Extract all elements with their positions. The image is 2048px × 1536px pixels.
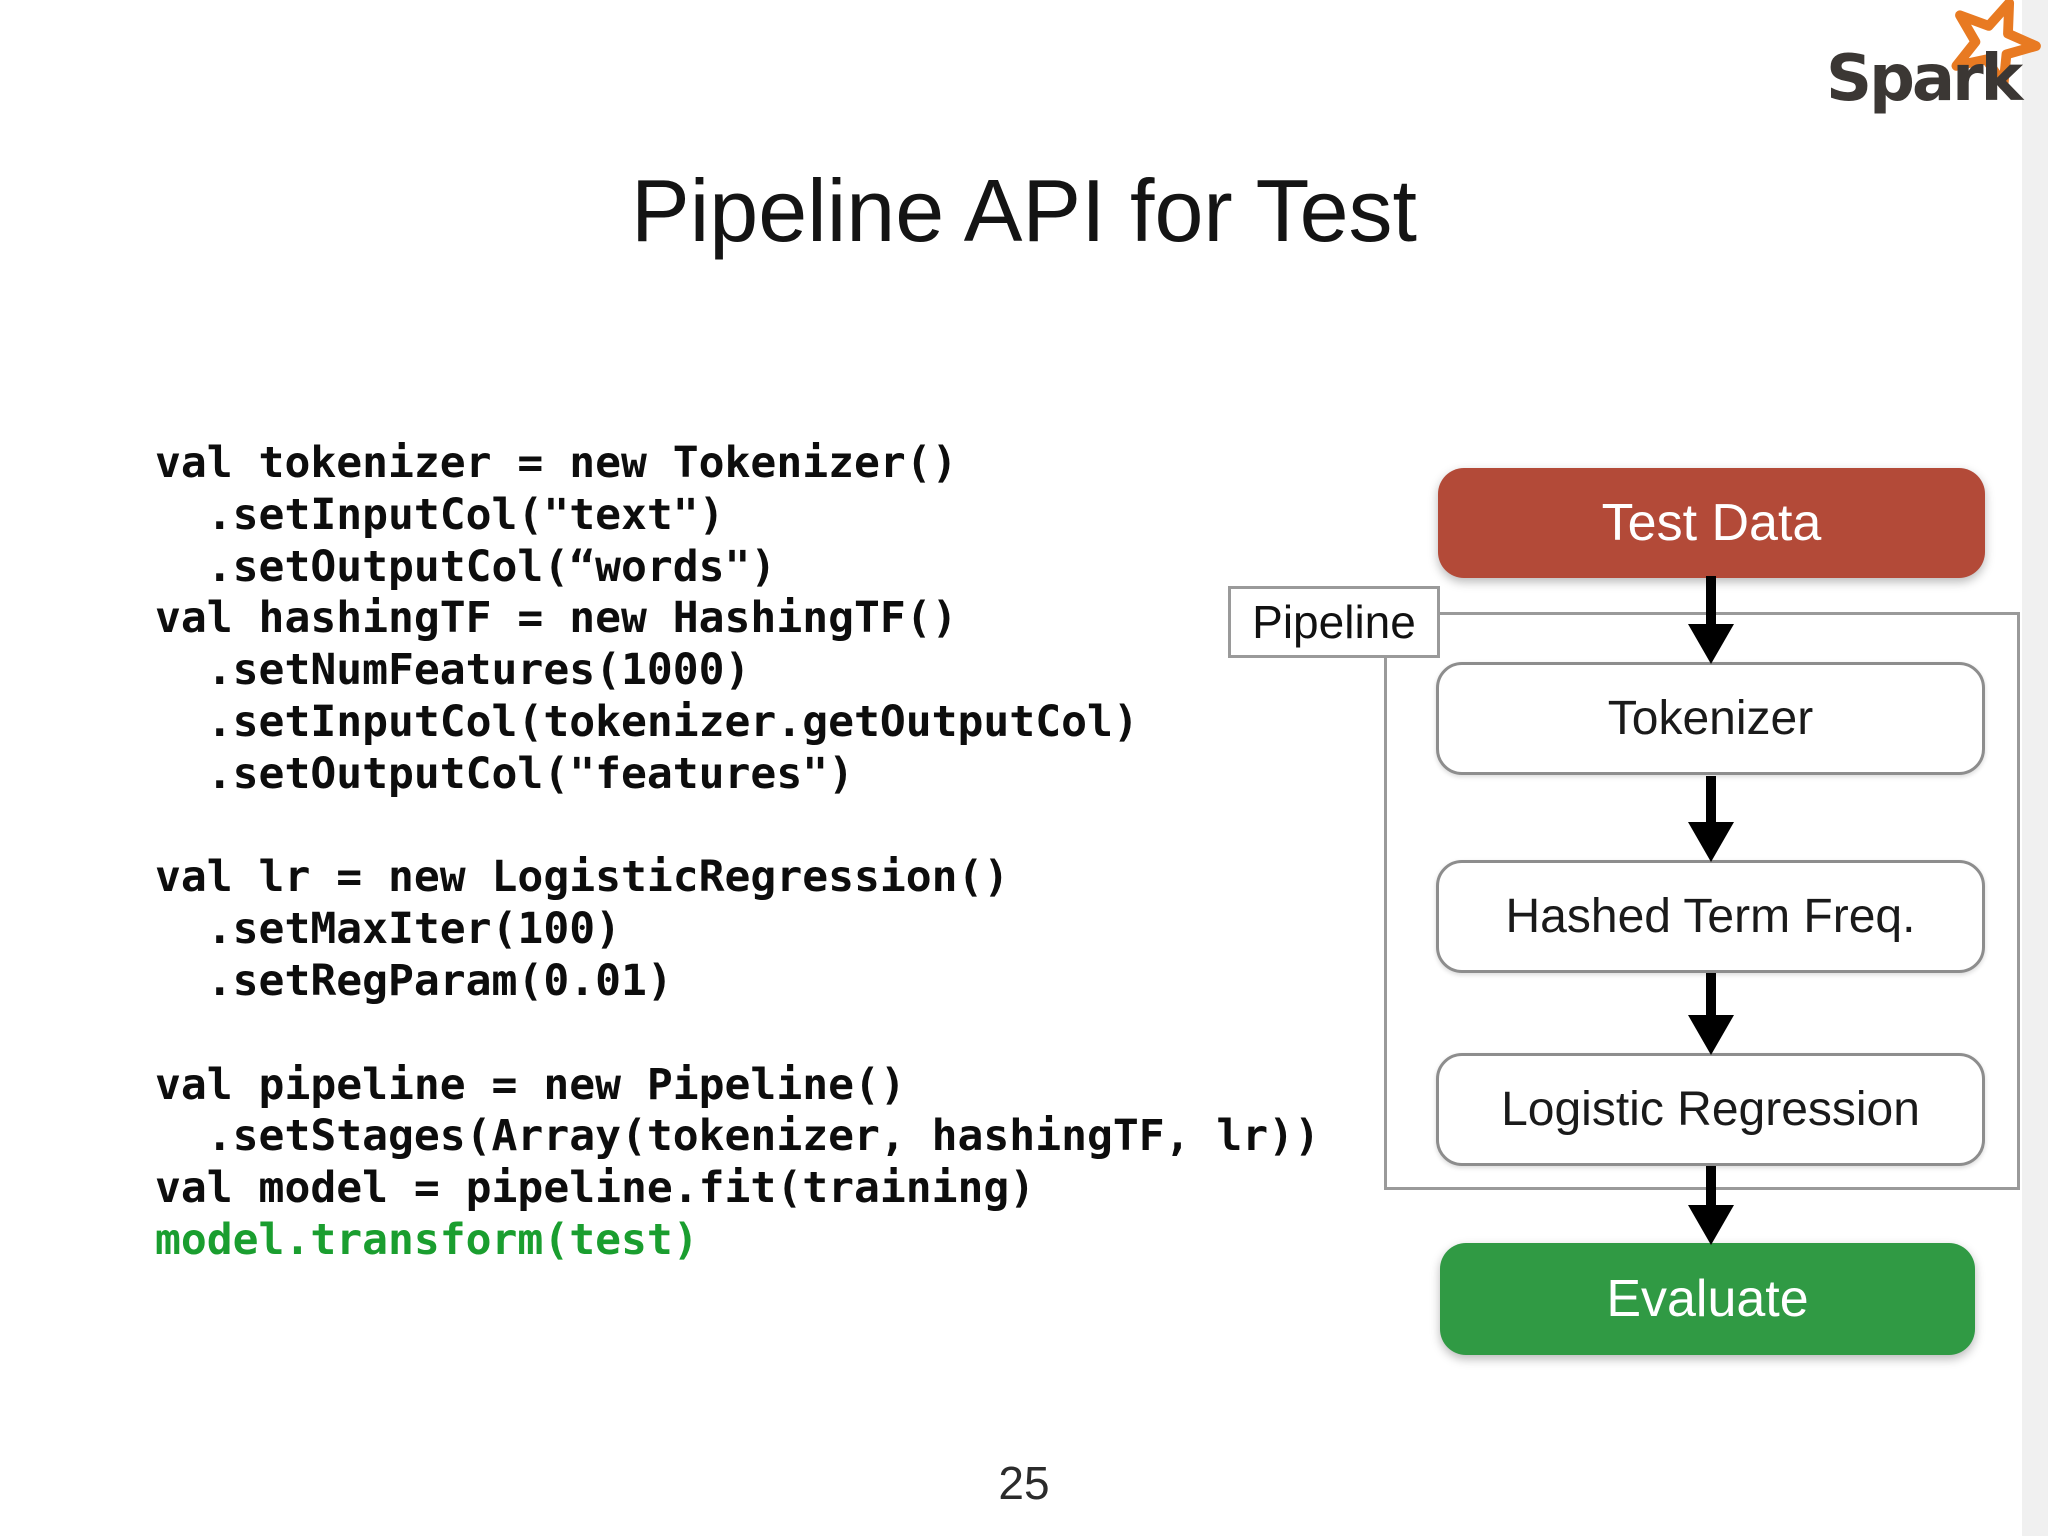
- slide-title: Pipeline API for Test: [631, 161, 1417, 260]
- arrow-shaft: [1706, 1166, 1716, 1211]
- pipeline-container-box: [1384, 612, 2020, 1190]
- node-evaluate: Evaluate: [1440, 1243, 1975, 1355]
- arrow-head: [1688, 1205, 1734, 1245]
- code-line: .setOutputCol(“words"): [155, 541, 777, 592]
- arrow-shaft: [1706, 576, 1716, 630]
- code-line: val model = pipeline.fit(training): [155, 1163, 1036, 1214]
- code-line: .setInputCol("text"): [155, 489, 725, 540]
- pipeline-label: Pipeline: [1228, 586, 1440, 658]
- code-line: .setOutputCol("features"): [155, 748, 854, 799]
- arrow-down-icon: [1688, 1166, 1734, 1245]
- arrow-shaft: [1706, 973, 1716, 1021]
- arrow-head: [1688, 1015, 1734, 1055]
- code-line: [155, 1008, 1320, 1060]
- code-line: val hashingTF = new HashingTF(): [155, 593, 958, 644]
- code-line: .setNumFeatures(1000): [155, 645, 751, 696]
- node-logistic-regression: Logistic Regression: [1436, 1053, 1985, 1166]
- code-line: .setMaxIter(100): [155, 904, 621, 955]
- code-line-highlighted: model.transform(test): [155, 1214, 699, 1265]
- arrow-down-icon: [1688, 973, 1734, 1055]
- spark-logo-text: Spark: [1826, 42, 2023, 116]
- node-hashed-term-freq: Hashed Term Freq.: [1436, 860, 1985, 973]
- arrow-head: [1688, 822, 1734, 862]
- code-block: val tokenizer = new Tokenizer() .setInpu…: [155, 438, 1320, 1267]
- arrow-shaft: [1706, 776, 1716, 828]
- spark-logo: Spark: [1826, 0, 2042, 124]
- arrow-head: [1688, 624, 1734, 664]
- code-line: .setStages(Array(tokenizer, hashingTF, l…: [155, 1111, 1320, 1162]
- node-test-data: Test Data: [1438, 468, 1985, 578]
- code-line: [155, 801, 1320, 853]
- code-line: val tokenizer = new Tokenizer(): [155, 438, 958, 488]
- spark-star-icon: [1951, 0, 2041, 90]
- code-line: val pipeline = new Pipeline(): [155, 1059, 906, 1110]
- arrow-down-icon: [1688, 776, 1734, 862]
- arrow-down-icon: [1688, 576, 1734, 664]
- code-line: .setInputCol(tokenizer.getOutputCol): [155, 696, 1139, 747]
- code-line: .setRegParam(0.01): [155, 955, 673, 1006]
- slide-right-edge-strip: [2022, 0, 2048, 1536]
- node-tokenizer: Tokenizer: [1436, 662, 1985, 775]
- page-number: 25: [998, 1457, 1050, 1509]
- code-line: val lr = new LogisticRegression(): [155, 852, 1010, 903]
